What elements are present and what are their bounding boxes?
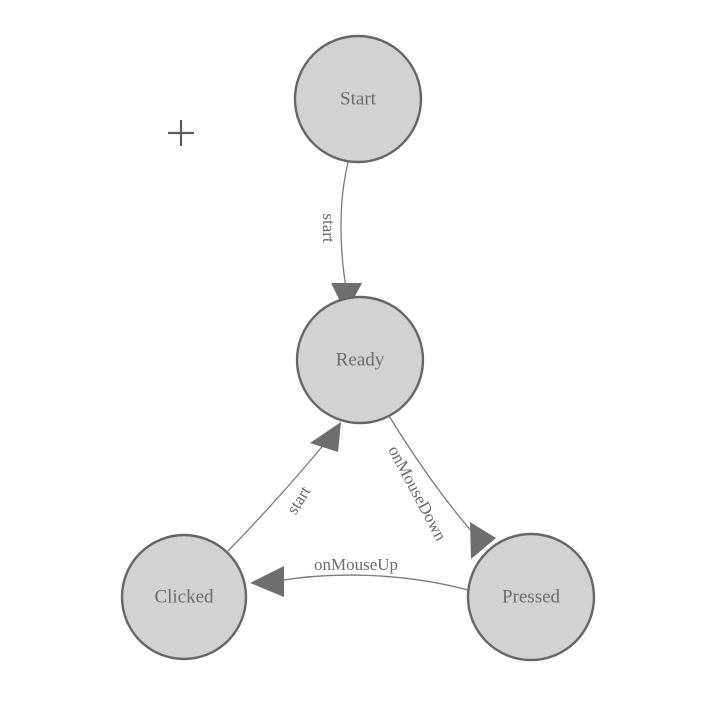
plus-marker-icon[interactable] xyxy=(168,120,194,146)
node-shape-pressed xyxy=(466,532,596,662)
arrowhead-icon xyxy=(470,522,496,559)
node-label-clicked: Clicked xyxy=(154,586,214,607)
edge-pressed-to-clicked[interactable]: onMouseUp xyxy=(250,555,469,597)
node-shape-clicked xyxy=(120,533,248,661)
node-pressed[interactable]: Pressed xyxy=(466,532,596,662)
node-label-pressed: Pressed xyxy=(502,586,561,607)
edge-start-to-ready[interactable]: start xyxy=(319,161,362,313)
node-ready[interactable]: Ready xyxy=(295,295,425,425)
node-shape-start xyxy=(293,34,423,164)
arrowhead-icon xyxy=(310,422,341,452)
node-label-start: Start xyxy=(340,88,377,109)
node-start[interactable]: Start xyxy=(293,34,423,164)
edge-line-clicked-to-ready xyxy=(227,441,327,552)
markers-layer xyxy=(168,120,194,146)
node-shape-ready xyxy=(295,295,425,425)
edge-ready-to-pressed[interactable]: onMouseDown xyxy=(384,415,496,559)
edge-line-start-to-ready xyxy=(340,161,349,289)
edge-line-pressed-to-clicked xyxy=(276,574,469,591)
node-clicked[interactable]: Clicked xyxy=(120,533,248,661)
node-label-ready: Ready xyxy=(336,349,385,370)
arrowhead-icon xyxy=(250,566,284,597)
edge-clicked-to-ready[interactable]: start xyxy=(227,422,341,552)
edge-label-pressed-to-clicked: onMouseUp xyxy=(314,555,398,574)
edge-label-start-to-ready: start xyxy=(319,213,338,243)
